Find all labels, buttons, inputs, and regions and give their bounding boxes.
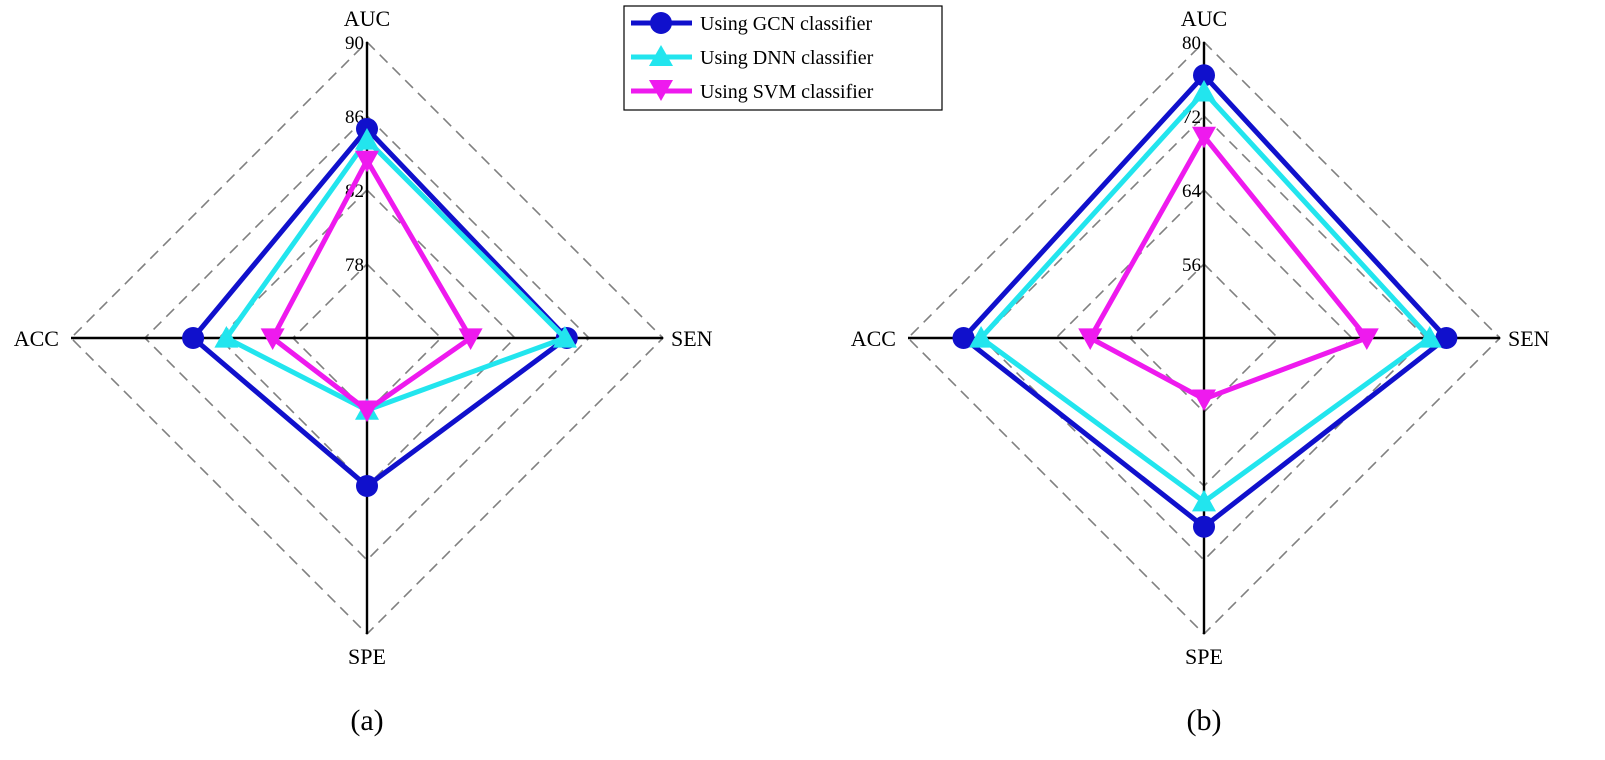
tick-label-b-0: 56	[1182, 255, 1201, 276]
data-point-a-svm-acc	[260, 328, 285, 350]
data-point-a-svm-sen	[458, 328, 483, 350]
series-line-b-dnn	[977, 88, 1434, 505]
grid-ring-b-2	[980, 114, 1428, 562]
tick-label-b-3: 80	[1182, 33, 1201, 54]
data-point-b-svm-sen	[1354, 328, 1379, 350]
axis-label-b-acc: ACC	[851, 326, 896, 351]
data-point-b-dnn-sen	[1417, 326, 1442, 348]
series-line-a-dnn	[222, 136, 570, 413]
data-point-a-svm-auc	[355, 150, 379, 173]
data-point-a-dnn-sen	[552, 326, 577, 348]
series-line-a-svm	[269, 155, 474, 414]
data-point-b-gcn-acc	[952, 327, 975, 349]
legend-entry-gcn: Using GCN classifier	[631, 12, 873, 35]
legend-entry-svm: Using SVM classifier	[631, 80, 874, 103]
data-point-b-gcn-auc	[1193, 64, 1215, 87]
legend-label-svm: Using SVM classifier	[700, 81, 874, 103]
data-point-b-dnn-acc	[969, 326, 994, 348]
data-point-a-dnn-auc	[355, 128, 379, 150]
panel-label-b: (b)	[1187, 704, 1222, 737]
data-point-b-svm-acc	[1078, 328, 1103, 350]
axis-label-b-spe: SPE	[1185, 644, 1223, 669]
data-point-a-svm-spe	[355, 400, 379, 423]
tick-label-b-1: 64	[1182, 181, 1202, 202]
series-line-b-svm	[1086, 131, 1371, 402]
data-point-a-dnn-acc	[214, 326, 239, 348]
axis-label-b-auc: AUC	[1181, 6, 1227, 31]
grid-ring-a-2	[143, 114, 591, 562]
axis-label-a-spe: SPE	[348, 644, 386, 669]
data-point-b-svm-spe	[1192, 389, 1216, 412]
grid-ring-a-0	[291, 262, 443, 414]
data-point-b-dnn-auc	[1192, 79, 1216, 102]
legend-label-dnn: Using DNN classifier	[700, 47, 874, 69]
axis-label-b-sen: SEN	[1508, 326, 1550, 351]
legend-marker-gcn	[650, 12, 672, 34]
data-point-a-gcn-spe	[356, 475, 378, 497]
data-point-a-gcn-acc	[182, 327, 205, 349]
tick-label-a-3: 90	[345, 33, 364, 54]
legend-label-gcn: Using GCN classifier	[700, 13, 873, 35]
data-point-b-gcn-sen	[1435, 327, 1458, 349]
legend-marker-dnn	[649, 45, 673, 66]
legend-marker-svm	[649, 80, 673, 101]
axis-label-a-auc: AUC	[344, 6, 390, 31]
axis-label-a-acc: ACC	[14, 326, 59, 351]
tick-label-a-0: 78	[345, 255, 364, 276]
data-point-b-dnn-spe	[1192, 489, 1216, 512]
data-point-b-gcn-spe	[1193, 515, 1215, 538]
grid-ring-b-0	[1128, 262, 1280, 414]
panel-label-a: (a)	[350, 704, 383, 737]
data-point-b-svm-auc	[1192, 126, 1216, 149]
legend: Using GCN classifier Using DNN classifie…	[623, 5, 943, 111]
axis-label-a-sen: SEN	[671, 326, 713, 351]
legend-entry-dnn: Using DNN classifier	[631, 45, 874, 69]
